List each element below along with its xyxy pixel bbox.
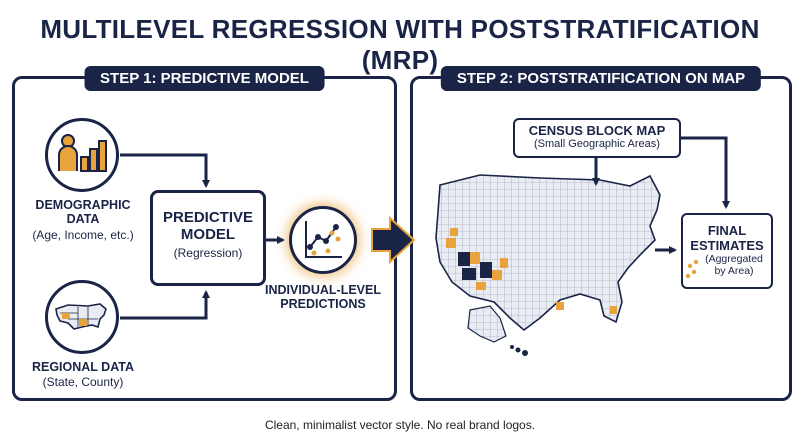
predictive-model-box: PREDICTIVE MODEL (Regression) xyxy=(150,190,266,286)
final-title-2: ESTIMATES xyxy=(690,238,764,253)
final-estimates-box: FINAL ESTIMATES (Aggregated by Area) xyxy=(681,213,773,289)
predictions-title-1: INDIVIDUAL-LEVEL xyxy=(265,283,381,297)
demographic-label: DEMOGRAPHIC DATA (Age, Income, etc.) xyxy=(8,198,158,243)
final-sub-1: (Aggregated xyxy=(705,253,763,265)
census-sub: (Small Geographic Areas) xyxy=(534,138,660,150)
scatter-trend-icon xyxy=(289,206,357,274)
predictions-label: INDIVIDUAL-LEVEL PREDICTIONS xyxy=(258,283,388,312)
model-sub: (Regression) xyxy=(173,246,243,260)
final-sub-2: by Area) xyxy=(714,265,754,277)
final-title-1: FINAL xyxy=(707,223,747,238)
us-map-icon xyxy=(45,280,119,354)
demographic-sub: (Age, Income, etc.) xyxy=(32,227,134,242)
regional-label: REGIONAL DATA (State, County) xyxy=(8,360,158,390)
demographic-title-1: DEMOGRAPHIC xyxy=(35,198,131,212)
model-title-1: PREDICTIVE xyxy=(162,209,253,226)
regional-sub: (State, County) xyxy=(42,375,124,390)
predictions-title-2: PREDICTIONS xyxy=(280,297,366,312)
demographic-title-2: DATA xyxy=(66,212,100,227)
step2-header: STEP 2: POSTSTRATIFICATION ON MAP xyxy=(440,66,762,91)
caption: Clean, minimalist vector style. No real … xyxy=(264,418,536,432)
census-title: CENSUS BLOCK MAP xyxy=(528,123,666,138)
page-title: MULTILEVEL REGRESSION WITH POSTSTRATIFIC… xyxy=(40,14,760,75)
census-map-box: CENSUS BLOCK MAP (Small Geographic Areas… xyxy=(513,118,681,158)
model-title-2: MODEL xyxy=(180,226,236,243)
regional-title: REGIONAL DATA xyxy=(31,360,135,374)
people-chart-icon xyxy=(45,118,119,192)
step1-header: STEP 1: PREDICTIVE MODEL xyxy=(84,66,325,91)
